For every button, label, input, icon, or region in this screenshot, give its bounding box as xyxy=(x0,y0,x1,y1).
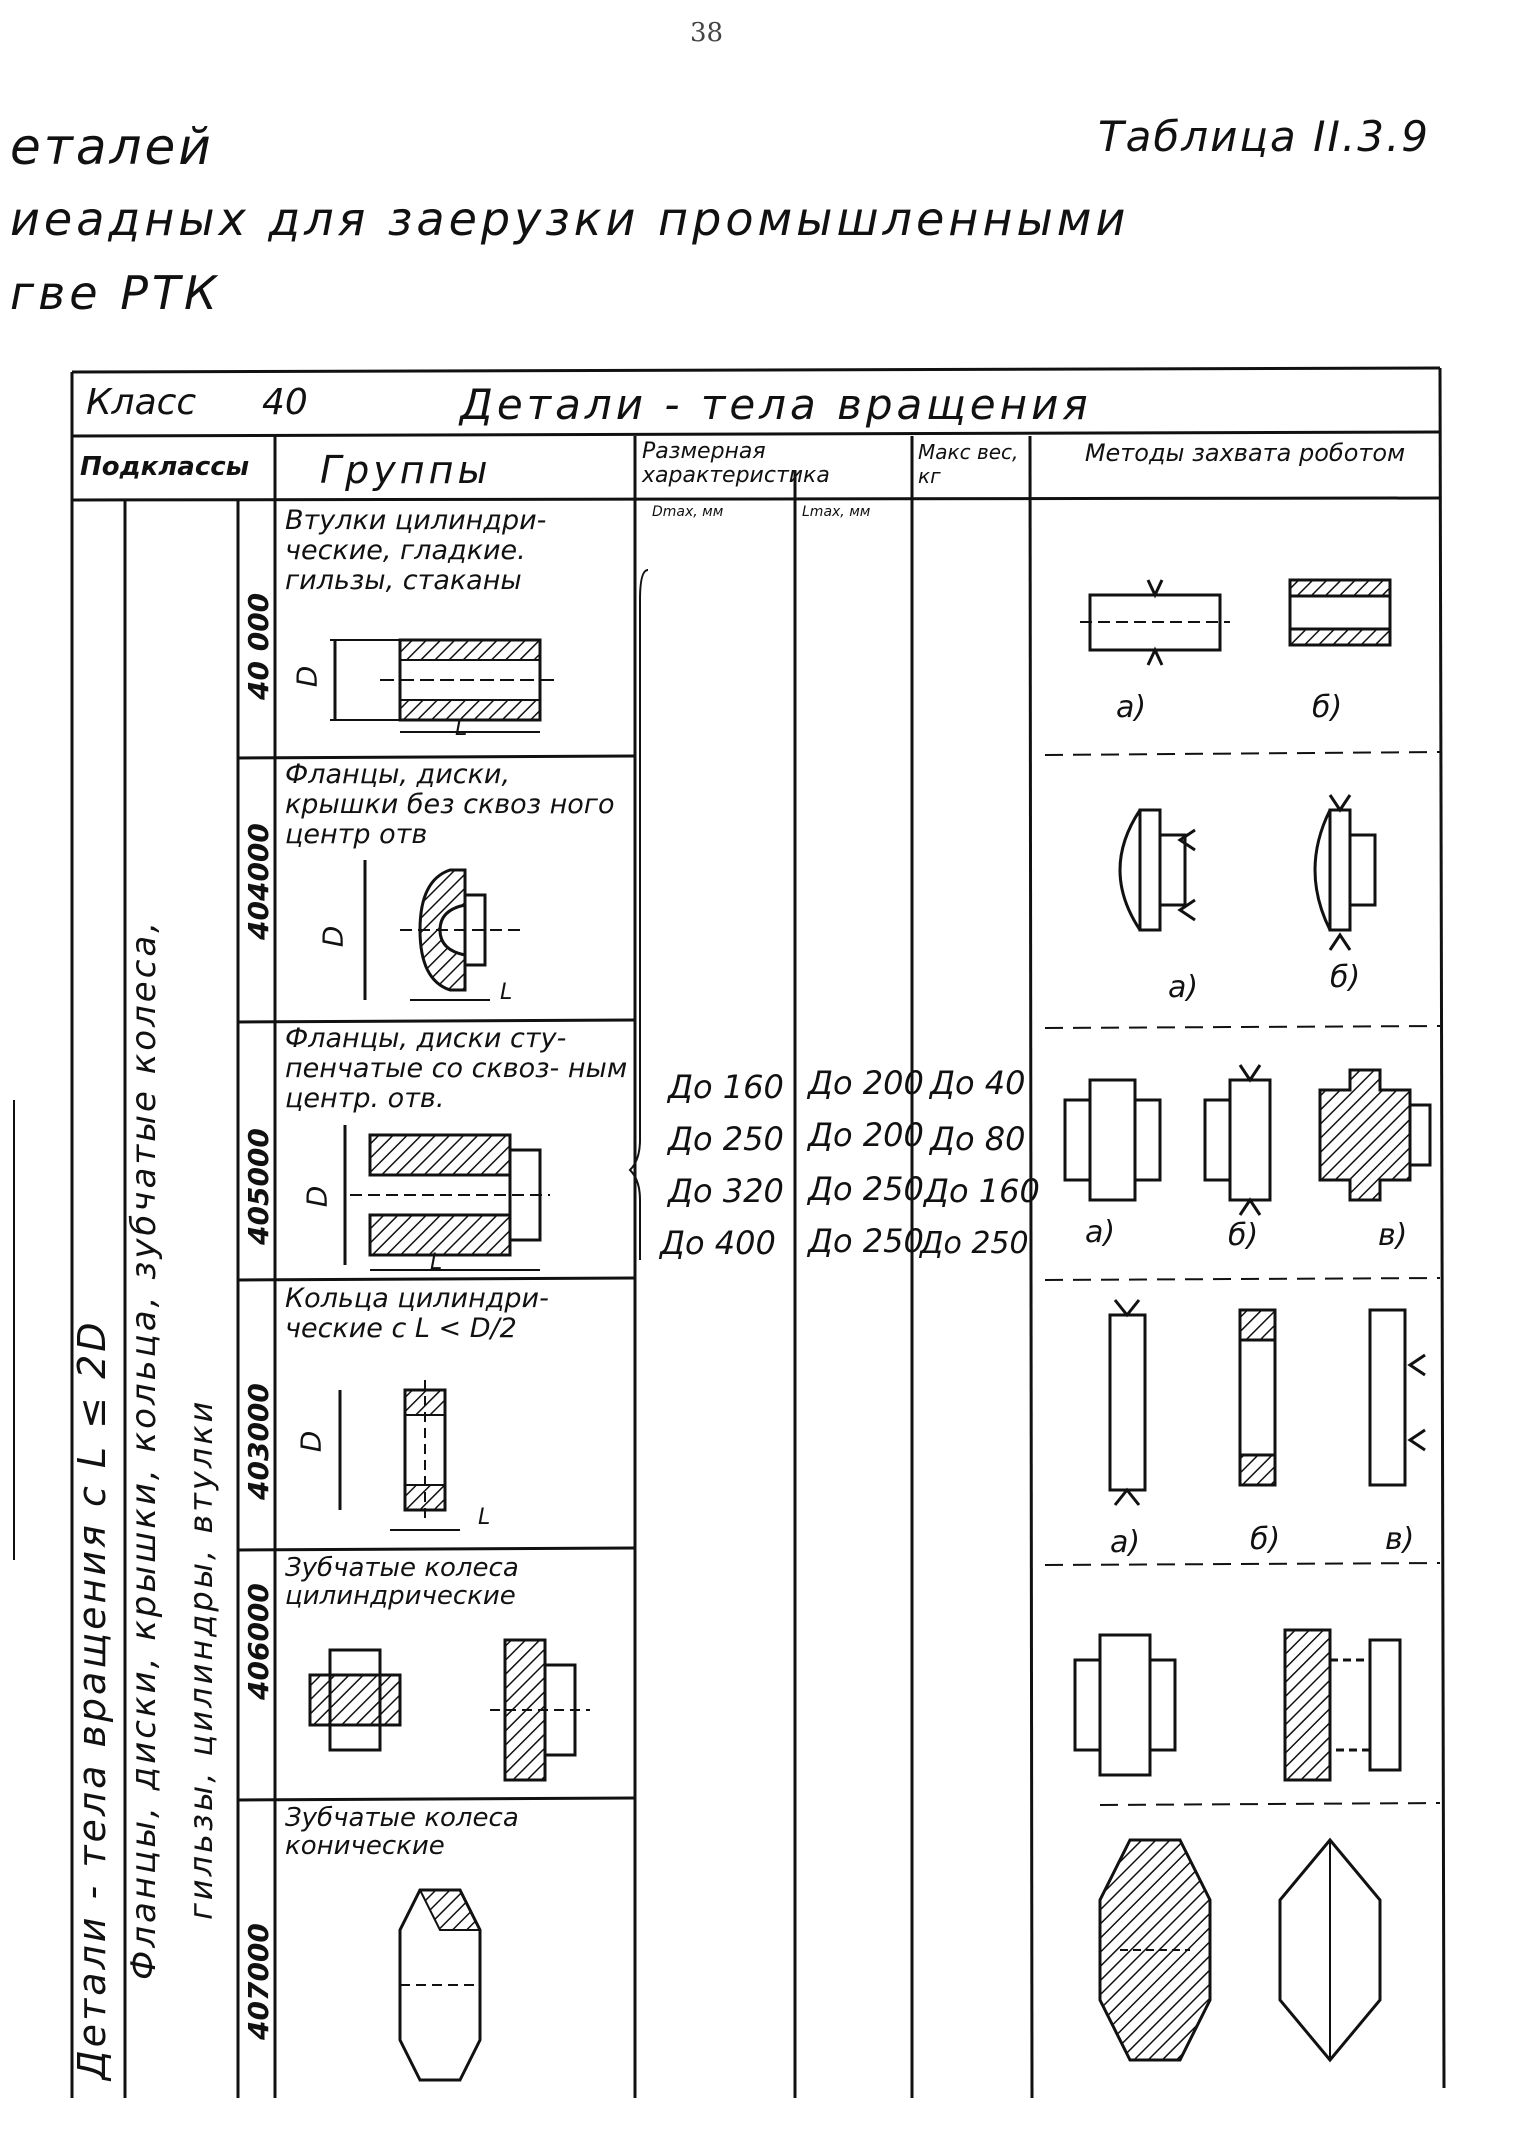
subclass-label-3: гильзы, цилиндры, втулки xyxy=(182,1398,220,1920)
method-label: а) xyxy=(1085,1215,1116,1250)
size-dmax: До 250 xyxy=(668,1120,784,1158)
size-dmax: До 320 xyxy=(668,1172,784,1210)
heading-line-3: гве РТК xyxy=(10,266,221,320)
method-label: б) xyxy=(1330,960,1361,995)
dim-L: L xyxy=(500,980,513,1005)
heading-line-1: еталей xyxy=(10,118,214,176)
sketch-bushing xyxy=(330,638,560,733)
group-text: Кольца цилиндри- ческие с L < D/2 xyxy=(285,1283,549,1344)
dim-L: L xyxy=(430,1250,443,1275)
size-dmax: До 400 xyxy=(660,1224,776,1262)
col-methods-header: Методы захвата роботом xyxy=(1084,439,1406,467)
dim-D: D xyxy=(300,1185,334,1208)
heading-line-2: иеадных для заерузки промышленными xyxy=(10,192,1130,246)
dim-D: D xyxy=(294,1430,328,1453)
size-lmax: До 200 xyxy=(808,1116,924,1154)
method-label: в) xyxy=(1378,1218,1408,1253)
method-label: в) xyxy=(1385,1522,1415,1557)
method-label: б) xyxy=(1228,1218,1259,1253)
subclass-label-1: Детали - тела вращения с L ≤ 2D xyxy=(70,1319,114,2080)
col-size-header: Размерная характеристика xyxy=(642,439,830,488)
row-code: 406000 xyxy=(242,1583,275,1700)
col-weight-header: Макс вес, кг xyxy=(918,440,1019,488)
row-code: 407000 xyxy=(242,1923,275,2040)
group-text: Втулки цилиндри- ческие, гладкие. гильзы… xyxy=(285,505,547,596)
size-weight: До 40 xyxy=(930,1064,1026,1102)
dim-L: L xyxy=(478,1505,491,1530)
row-code: 405000 xyxy=(242,1128,275,1245)
size-weight: До 80 xyxy=(930,1120,1026,1158)
dim-L: L xyxy=(455,716,468,741)
class-title: Детали - тела вращения xyxy=(460,380,1092,429)
size-weight: До 160 xyxy=(924,1172,1040,1210)
dim-D: D xyxy=(290,665,324,688)
sketch-bevel-gear xyxy=(398,1888,482,2082)
table-label: Таблица II.3.9 xyxy=(1098,112,1431,161)
group-text: Фланцы, диски, крышки без сквоз ного цен… xyxy=(285,759,615,850)
group-text: Зубчатые колеса цилиндрические xyxy=(285,1553,519,1611)
sketch-flange-closed xyxy=(363,860,520,1001)
col-groups-header: Группы xyxy=(320,448,492,492)
group-text: Фланцы, диски сту- пенчатые со сквоз- ны… xyxy=(285,1023,628,1114)
sketch-flange-stepped xyxy=(343,1125,550,1271)
size-lmax: До 250 xyxy=(808,1222,924,1260)
size-weight: До 250 xyxy=(920,1226,1029,1261)
row-code: 404000 xyxy=(242,823,275,940)
sketch-ring xyxy=(338,1380,460,1531)
method-label: а) xyxy=(1168,970,1199,1005)
size-lmax: До 200 xyxy=(808,1064,924,1102)
group-text: Зубчатые колеса конические xyxy=(285,1803,519,1861)
method-label: б) xyxy=(1250,1522,1281,1557)
page-number: 38 xyxy=(690,18,724,48)
method-label: б) xyxy=(1312,690,1343,725)
size-lmax: До 250 xyxy=(808,1170,924,1208)
row-code: 403000 xyxy=(242,1383,275,1500)
row-code: 40 000 xyxy=(242,592,275,700)
class-number: 40 xyxy=(262,382,308,423)
size-dmax: До 160 xyxy=(668,1068,784,1106)
subclass-label-2: Фланцы, диски, крышки, кольца, зубчатые … xyxy=(124,918,164,1980)
sketch-spur-gears xyxy=(308,1638,590,1782)
method-label: а) xyxy=(1110,1525,1141,1560)
class-label: Класс xyxy=(86,382,197,423)
col-size-dmax: Dmax, мм xyxy=(652,504,724,520)
col-subclasses-header: Подклассы xyxy=(80,452,250,482)
col-size-lmax: Lmax, мм xyxy=(802,504,871,520)
method-label: а) xyxy=(1116,690,1147,725)
dim-D: D xyxy=(316,925,350,948)
method-sketches xyxy=(1063,578,1432,2063)
